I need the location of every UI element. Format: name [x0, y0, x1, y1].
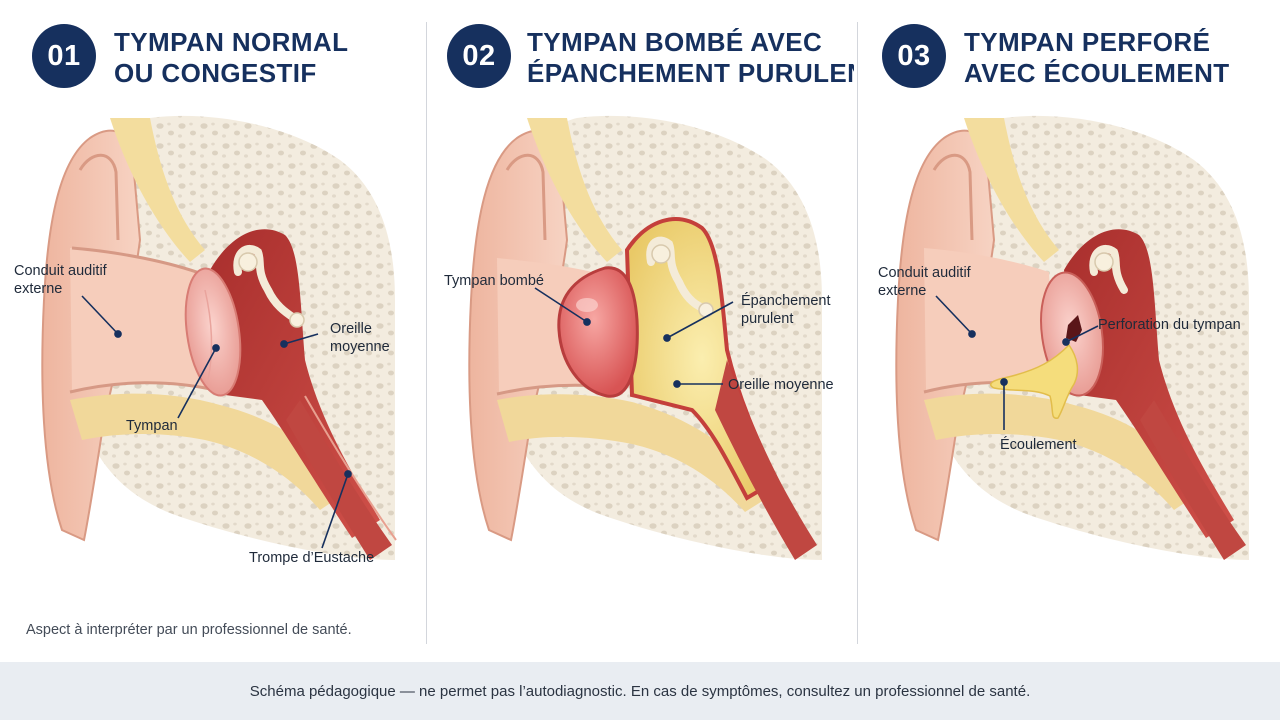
panel-divider: [426, 22, 427, 644]
interpretation-note: Aspect à interpréter par un professionne…: [26, 622, 352, 638]
ear-illustration-normal: [41, 115, 397, 561]
leader-eardrum: [177, 344, 220, 419]
step-number-badge: 02: [447, 24, 511, 88]
step-number-badge: 01: [32, 24, 96, 88]
panel-bulging-eardrum: 02 TYMPAN BOMBÉ AVEC ÉPANCHEMENT PURULEN…: [427, 0, 854, 660]
leader-bulging: [534, 287, 591, 326]
leader-middle-ear: [280, 333, 319, 348]
panel-divider: [857, 22, 858, 644]
step-number-badge: 03: [882, 24, 946, 88]
panel-title: TYMPAN BOMBÉ AVEC ÉPANCHEMENT PURULENT: [527, 27, 854, 88]
ear-illustration-bulging: [468, 115, 822, 561]
disclaimer-text: Schéma pédagogique — ne permet pas l’aut…: [249, 682, 1031, 700]
leader-canal: [935, 295, 976, 338]
label-eardrum: Tympan: [126, 418, 178, 434]
panel-perforated-eardrum: 03 TYMPAN PERFORÉ AVEC ÉCOULEMENT Condui…: [854, 0, 1280, 660]
panel-title: TYMPAN NORMAL OU CONGESTIF: [114, 27, 349, 88]
footer-disclaimer: Schéma pédagogique — ne permet pas l’aut…: [0, 662, 1280, 720]
label-ear-canal: Conduit auditif externe: [878, 265, 971, 299]
label-middle-ear: Oreille moyenne: [330, 321, 390, 355]
label-ear-canal: Conduit auditif externe: [14, 263, 107, 297]
label-perforation: Perforation du tympan: [1098, 317, 1241, 333]
leader-perforation: [1062, 325, 1099, 346]
label-eustachian-tube: Trompe d’Eustache: [249, 550, 375, 566]
panel-normal-eardrum: 01 TYMPAN NORMAL OU CONGESTIF Conduit au…: [0, 0, 427, 660]
label-purulent-effusion: Épanchement purulent: [741, 293, 831, 327]
label-discharge: Écoulement: [1000, 437, 1077, 453]
label-middle-ear: Oreille moyenne: [728, 377, 834, 393]
ear-illustration-perforated: [895, 115, 1249, 561]
panel-title: TYMPAN PERFORÉ AVEC ÉCOULEMENT: [964, 27, 1230, 88]
leader-effusion: [663, 301, 734, 342]
label-bulging-eardrum: Tympan bombé: [444, 273, 544, 289]
leader-canal: [81, 295, 122, 338]
leader-eustachian: [321, 470, 352, 549]
